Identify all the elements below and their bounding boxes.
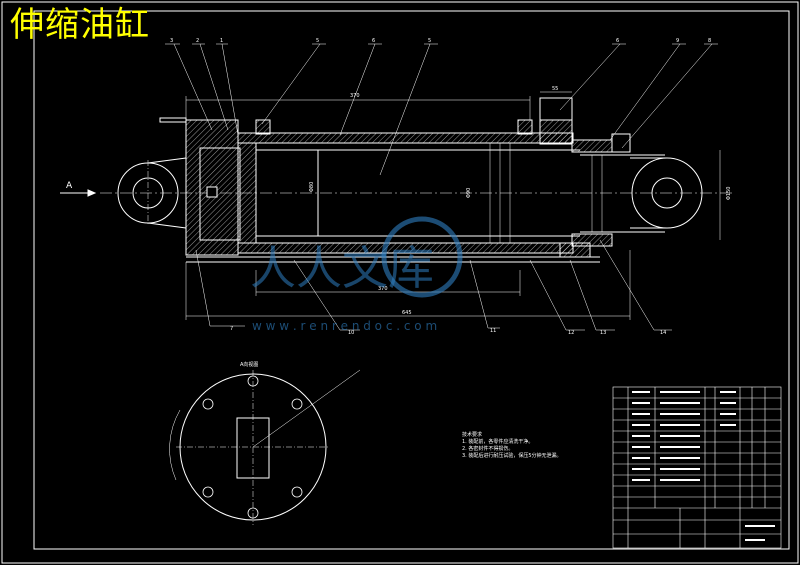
notes-line: 1. 装配前，各零件应清洗干净。 [462, 439, 534, 445]
part-number: 13 [600, 330, 606, 336]
drawing-title: 伸缩油缸 [10, 5, 150, 45]
part-number: 1 [220, 38, 223, 44]
piston [237, 142, 580, 244]
left-clevis [117, 157, 187, 229]
part-number: 9 [676, 38, 679, 44]
leader-lines [165, 43, 718, 331]
piston-rod [580, 154, 665, 233]
tie-rod [186, 256, 600, 263]
flange-view-caption: A向视图 [240, 361, 258, 368]
part-number: 3 [170, 38, 173, 44]
flange-bolt-holes [202, 375, 303, 519]
part-number: 2 [196, 38, 199, 44]
part-number: 5 [428, 38, 431, 44]
part-number: 6 [372, 38, 375, 44]
view-arrow [60, 189, 97, 197]
left-end-cap [159, 117, 241, 256]
title-block-fills [632, 391, 775, 541]
technical-notes: 技术要求 1. 装配前，各零件应清洗干净。 2. 各密封件不得损伤。 3. 装配… [462, 432, 562, 460]
dim-total-length: 645 [402, 310, 412, 316]
part-number: 7 [230, 326, 233, 332]
flange-view [169, 369, 361, 525]
notes-line: 2. 各密封件不得损伤。 [462, 446, 514, 452]
part-number: 8 [708, 38, 711, 44]
part-number: 11 [490, 328, 496, 334]
notes-line: 3. 装配后进行耐压试验，保压5分钟无泄漏。 [462, 453, 562, 459]
right-gland [539, 97, 631, 258]
dimension-lines [185, 91, 721, 320]
dim-outer-diameter: Φ150 [726, 187, 732, 200]
dim-bottom-length: 370 [378, 286, 388, 292]
dim-bore-diameter: Φ90 [466, 188, 472, 198]
inner-frame [33, 10, 790, 550]
part-number: 14 [660, 330, 666, 336]
part-number: 6 [616, 38, 619, 44]
dim-rod-diameter: Φ80 [309, 182, 315, 192]
title-block [612, 386, 782, 549]
right-clevis [630, 157, 703, 229]
cylinder-barrel [237, 119, 574, 254]
dim-top-length: 370 [350, 93, 360, 99]
part-number: 10 [348, 330, 354, 336]
dim-gland-width: 55 [552, 86, 558, 92]
part-number-labels: 3 2 1 5 6 5 6 9 8 7 10 11 12 13 14 [170, 38, 711, 336]
part-number: 12 [568, 330, 574, 336]
notes-heading: 技术要求 [462, 432, 483, 438]
part-number: 5 [316, 38, 319, 44]
view-label: A [66, 181, 73, 191]
